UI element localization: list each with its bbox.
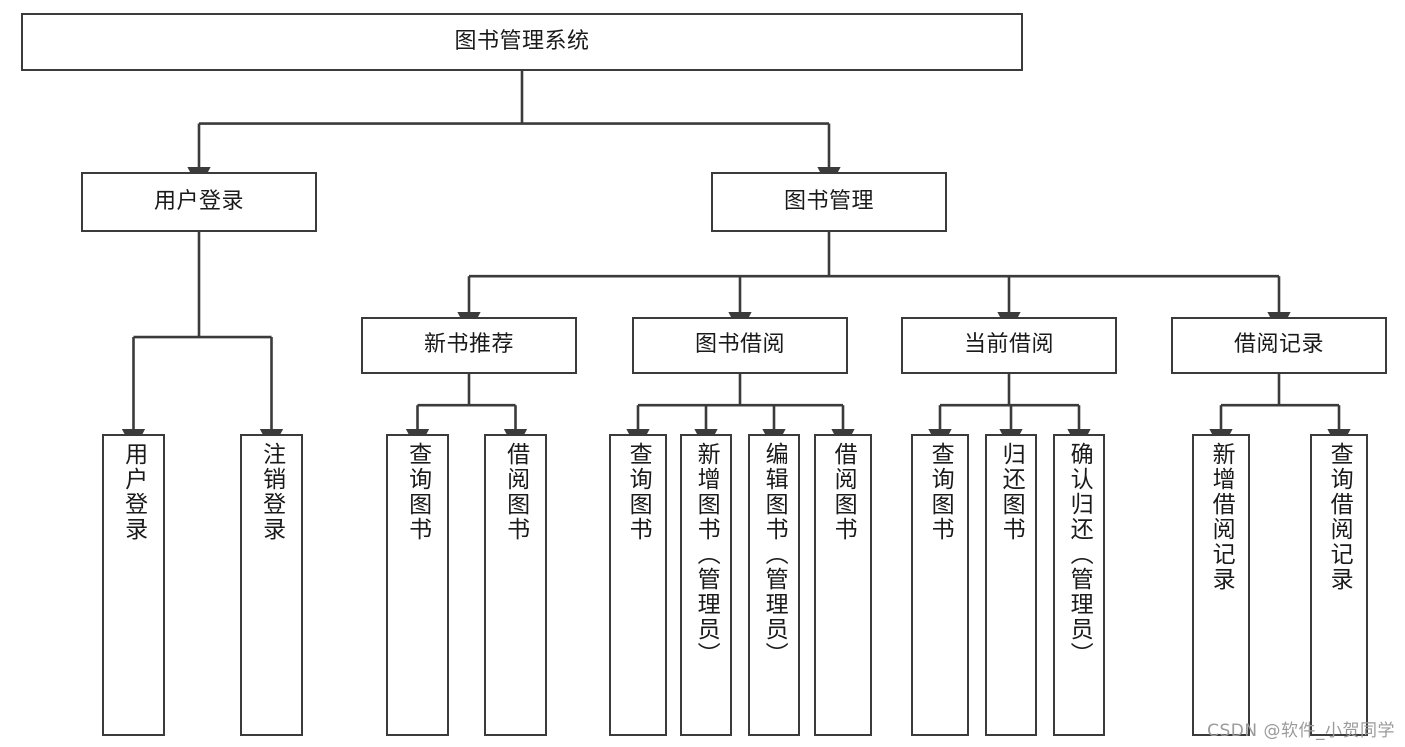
node-user-login[interactable]: 用户登录 — [81, 172, 317, 232]
node-label-borrow-record: 借阅记录 — [1233, 332, 1324, 358]
node-leaf-query-book-2[interactable]: 查询图书 — [609, 434, 667, 736]
node-label-book-borrow: 图书借阅 — [694, 332, 785, 358]
node-new-book-rec[interactable]: 新书推荐 — [361, 317, 577, 374]
node-label-leaf-query-book-2: 查询图书 — [625, 442, 652, 542]
node-label-leaf-query-book-3: 查询图书 — [927, 442, 954, 542]
node-label-leaf-confirm-return: 确认归还（管理员） — [1066, 442, 1093, 667]
node-label-leaf-query-record: 查询借阅记录 — [1326, 442, 1353, 592]
node-leaf-confirm-return[interactable]: 确认归还（管理员） — [1053, 434, 1105, 736]
node-leaf-logout[interactable]: 注销登录 — [240, 434, 303, 736]
node-leaf-borrow-book-1[interactable]: 借阅图书 — [484, 434, 547, 736]
node-label-leaf-return-book: 归还图书 — [998, 442, 1025, 542]
node-root[interactable]: 图书管理系统 — [21, 13, 1023, 71]
node-label-current-borrow: 当前借阅 — [963, 332, 1054, 358]
node-label-user-login: 用户登录 — [153, 188, 244, 214]
node-label-leaf-edit-book: 编辑图书（管理员） — [761, 442, 788, 667]
node-leaf-query-record[interactable]: 查询借阅记录 — [1310, 434, 1368, 736]
node-label-new-book-rec: 新书推荐 — [423, 332, 514, 358]
node-leaf-user-login[interactable]: 用户登录 — [102, 434, 165, 736]
node-leaf-edit-book[interactable]: 编辑图书（管理员） — [748, 434, 800, 736]
node-label-root: 图书管理系统 — [454, 28, 590, 54]
node-leaf-add-book[interactable]: 新增图书（管理员） — [680, 434, 732, 736]
node-leaf-return-book[interactable]: 归还图书 — [985, 434, 1037, 736]
node-label-leaf-user-login: 用户登录 — [120, 442, 147, 542]
node-label-leaf-add-book: 新增图书（管理员） — [693, 442, 720, 667]
node-leaf-query-book-3[interactable]: 查询图书 — [911, 434, 969, 736]
node-label-leaf-add-record: 新增借阅记录 — [1208, 442, 1235, 592]
node-label-leaf-borrow-book-1: 借阅图书 — [502, 442, 529, 542]
node-leaf-borrow-book-2[interactable]: 借阅图书 — [814, 434, 872, 736]
node-leaf-add-record[interactable]: 新增借阅记录 — [1192, 434, 1250, 736]
node-label-leaf-query-book-1: 查询图书 — [404, 442, 431, 542]
watermark-text: CSDN @软件_小贺同学 — [1207, 721, 1395, 741]
node-current-borrow[interactable]: 当前借阅 — [901, 317, 1117, 374]
node-label-leaf-borrow-book-2: 借阅图书 — [830, 442, 857, 542]
node-book-borrow[interactable]: 图书借阅 — [632, 317, 848, 374]
node-leaf-query-book-1[interactable]: 查询图书 — [386, 434, 449, 736]
node-borrow-record[interactable]: 借阅记录 — [1171, 317, 1387, 374]
node-label-leaf-logout: 注销登录 — [258, 442, 285, 542]
node-book-manage[interactable]: 图书管理 — [711, 172, 947, 232]
node-label-book-manage: 图书管理 — [783, 188, 874, 214]
